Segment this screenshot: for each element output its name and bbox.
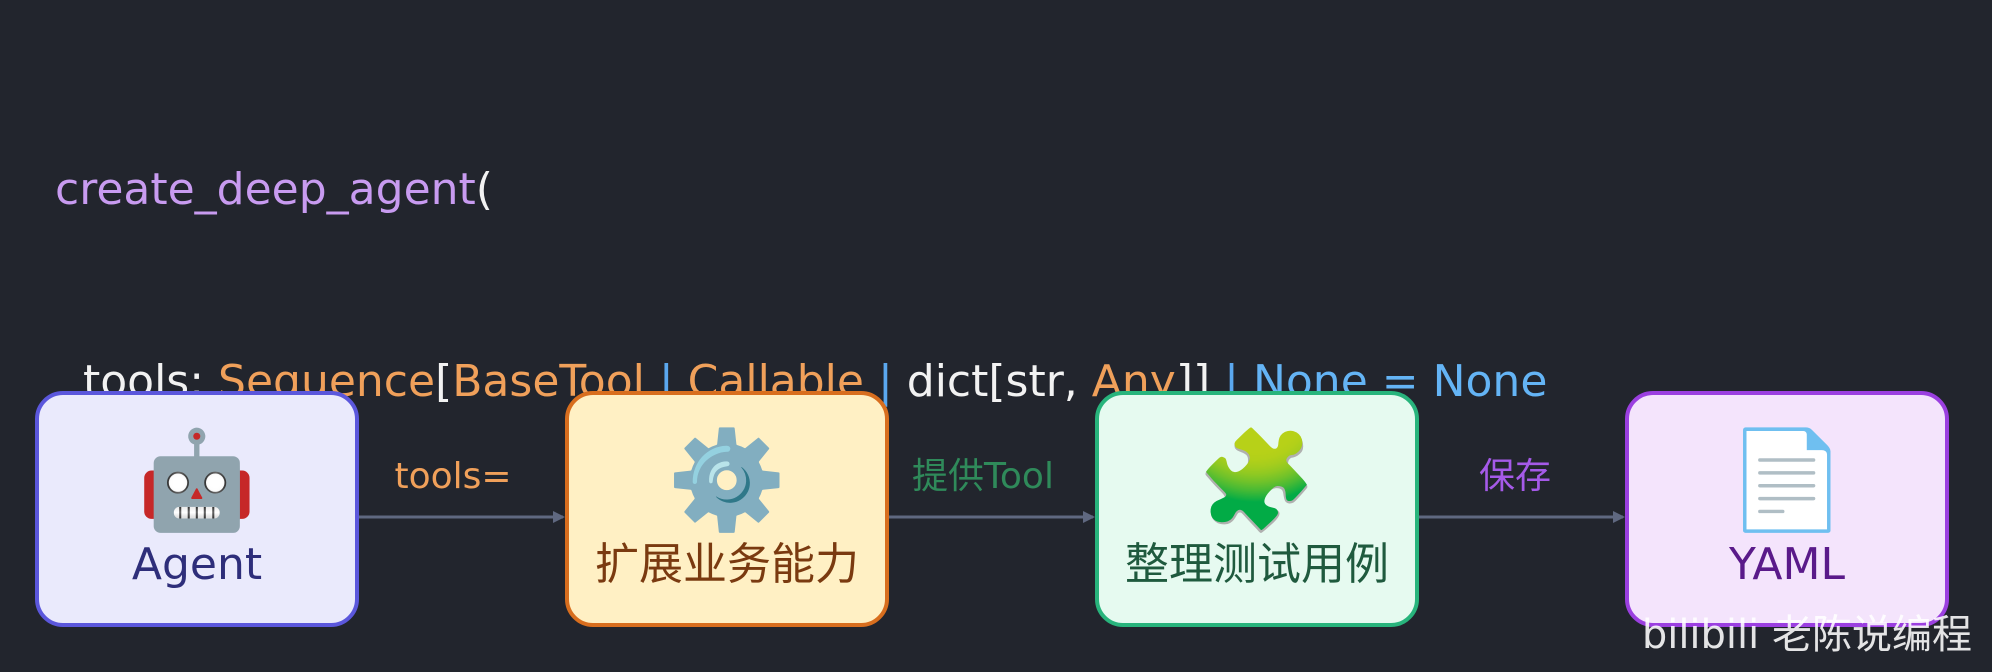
edge-label-tools: tools= <box>394 456 512 497</box>
node-organize-test-cases: 🧩 整理测试用例 <box>1095 391 1419 627</box>
node-yaml-label: YAML <box>1728 539 1846 590</box>
node-agent: 🤖 Agent <box>35 391 359 627</box>
type-dict: dict[str, <box>906 356 1092 407</box>
robot-icon: 🤖 <box>137 424 257 536</box>
node-agent-label: Agent <box>131 539 263 590</box>
node-yaml: 📄 YAML <box>1625 391 1949 627</box>
open-paren: ( <box>475 164 493 215</box>
puzzle-icon: 🧩 <box>1197 424 1317 536</box>
gear-icon: ⚙️ <box>667 424 787 536</box>
node-organize-test-cases-label: 整理测试用例 <box>1125 539 1389 590</box>
function-name: create_deep_agent <box>55 164 476 215</box>
node-extend-capability: ⚙️ 扩展业务能力 <box>565 391 889 627</box>
code-line-1: create_deep_agent( <box>55 158 1547 222</box>
code-snippet: create_deep_agent( tools: Sequence[BaseT… <box>55 30 1547 670</box>
pipe-2: | <box>863 356 907 407</box>
document-icon: 📄 <box>1727 424 1847 536</box>
code-line-2: tools: Sequence[BaseTool | Callable | di… <box>55 350 1547 414</box>
bilibili-watermark: bilibili 老陈说编程 <box>1641 612 1972 658</box>
edge-label-provide-tool: 提供Tool <box>912 456 1054 497</box>
edge-label-save: 保存 <box>1478 456 1552 497</box>
default-none: None = None <box>1252 356 1548 407</box>
node-extend-capability-label: 扩展业务能力 <box>595 539 859 590</box>
bracket-open: [ <box>435 356 453 407</box>
